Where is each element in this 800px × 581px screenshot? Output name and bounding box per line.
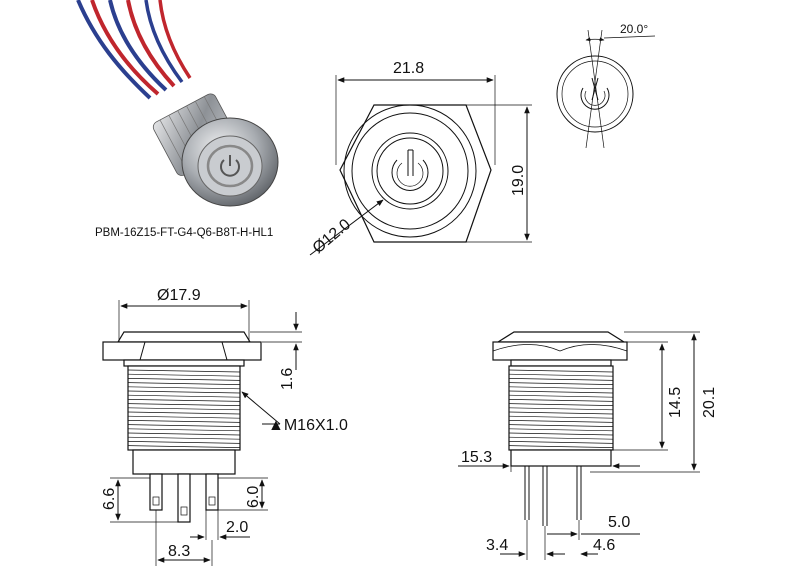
dim-pin-c: 4.6	[593, 537, 615, 554]
dim-angle: 20.0°	[620, 22, 648, 36]
product-photo: PBM-16Z15-FT-G4-Q6-B8T-H-HL1	[76, 0, 279, 239]
dim-pin-spacing-b: 8.3	[168, 543, 190, 560]
power-symbol-icon	[391, 149, 429, 191]
dim-body-length: 14.5	[667, 387, 684, 418]
dim-pin-spacing-a: 2.0	[226, 519, 248, 536]
thread-lines	[127, 369, 241, 448]
side-view-left: Ø17.9 1.6 ▲M16X1.0 6.6 6.0 2.0 8.3	[101, 287, 348, 566]
symbol-detail: 20.0°	[556, 22, 656, 149]
bezel-head	[495, 331, 627, 343]
dim-body-width: 15.3	[461, 449, 492, 466]
dim-right-pin: 6.0	[245, 486, 262, 508]
product-code: PBM-16Z15-FT-G4-Q6-B8T-H-HL1	[95, 227, 273, 239]
dim-diameter: Ø17.9	[157, 287, 201, 304]
dim-left-pin: 6.6	[101, 488, 118, 510]
led-ring	[206, 144, 254, 188]
dim-width: 21.8	[393, 60, 424, 77]
dim-height: 19.0	[510, 165, 527, 196]
thread-lines	[508, 369, 614, 448]
dim-nut-height: 1.6	[279, 368, 296, 390]
bezel-head	[116, 331, 252, 343]
side-view-right: 14.5 20.1 15.3 5.0 3.4 4.6	[458, 331, 718, 560]
terminal-pins	[149, 473, 219, 523]
power-symbol-icon	[220, 155, 240, 177]
dim-pin-b: 3.4	[486, 537, 508, 554]
dim-ring-diameter: Ø12.0	[310, 216, 354, 257]
thread-spec: ▲M16X1.0	[268, 417, 348, 434]
dim-pin-a: 5.0	[608, 514, 630, 531]
hex-nut	[102, 341, 262, 361]
front-view: 21.8 19.0 Ø12.0	[310, 60, 532, 257]
dim-total-length: 20.1	[701, 387, 718, 418]
wires	[76, 0, 192, 100]
terminal-pins	[524, 466, 582, 526]
